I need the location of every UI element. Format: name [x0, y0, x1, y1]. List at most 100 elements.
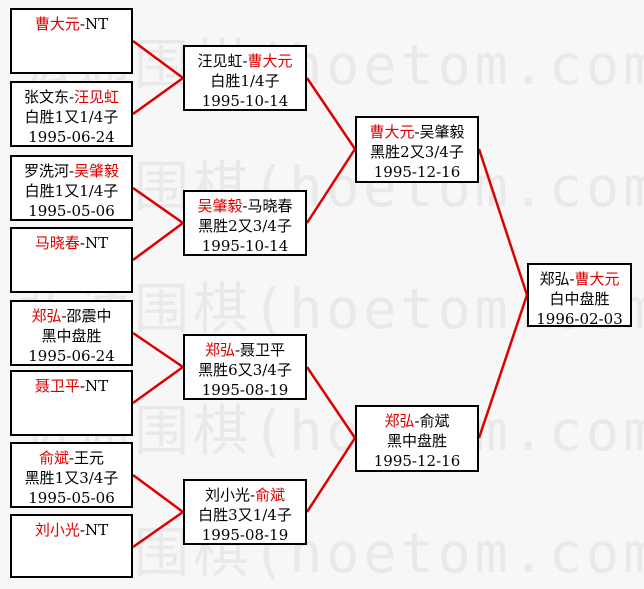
match-date: 1995-10-14: [201, 237, 289, 255]
vs-dash: -: [249, 486, 256, 504]
player1-name: 马晓春: [34, 234, 80, 252]
vs-dash: -: [61, 307, 67, 325]
connector-line: [305, 437, 357, 513]
match-players: 郑弘-俞斌: [357, 411, 477, 431]
player2-name: 汪见虹: [74, 88, 120, 106]
player1-name: 曹大元: [34, 15, 80, 33]
connector-line: [132, 331, 184, 369]
match-box-r1-1: 曹大元-NT: [10, 8, 133, 74]
player1-name: 罗洗河: [23, 162, 69, 180]
player1-name: 刘小光: [204, 486, 250, 504]
match-players: 郑弘-邵震中: [12, 306, 131, 326]
match-box-r1-8: 刘小光-NT: [10, 514, 133, 578]
player2-name: 王元: [74, 449, 105, 467]
vs-dash: -: [79, 15, 85, 33]
player2-name: NT: [84, 377, 109, 395]
match-result: 黑胜2又3/4子: [370, 143, 464, 161]
player1-name: 吴肇毅: [197, 197, 243, 215]
match-players: 刘小光-NT: [12, 520, 131, 540]
match-players: 聂卫平-NT: [12, 376, 131, 396]
connector-line: [477, 294, 529, 439]
match-result: 黑中盘胜: [41, 327, 102, 345]
vs-dash: -: [242, 52, 248, 70]
match-players: 吴肇毅-马晓春: [185, 196, 305, 216]
player2-name: NT: [84, 15, 109, 33]
match-result: 黑胜1又3/4子: [24, 469, 119, 487]
vs-dash: -: [68, 449, 75, 467]
match-players: 曹大元-吴肇毅: [357, 122, 477, 142]
connector-line: [132, 76, 184, 116]
match-result: 白胜1/4子: [210, 72, 280, 90]
player1-name: 郑弘: [539, 270, 570, 288]
match-result: 黑胜2又3/4子: [198, 217, 292, 235]
vs-dash: -: [242, 197, 248, 215]
match-box-r2-2: 吴肇毅-马晓春 黑胜2又3/4子 1995-10-14: [183, 190, 307, 256]
match-date: 1995-08-19: [201, 526, 289, 544]
player2-name: 俞斌: [255, 486, 286, 504]
connector-line: [132, 186, 184, 225]
vs-dash: -: [68, 162, 75, 180]
match-result: 黑中盘胜: [386, 432, 447, 450]
match-players: 郑弘-曹大元: [529, 269, 630, 289]
match-box-r2-4: 刘小光-俞斌 白胜3又1/4子 1995-08-19: [183, 479, 307, 545]
match-players: 郑弘-聂卫平: [185, 340, 305, 360]
match-players: 罗洗河-吴肇毅: [12, 161, 131, 181]
match-box-r1-2: 张文东-汪见虹 白胜1又1/4子 1995-06-24: [10, 81, 133, 147]
connector-line: [132, 221, 184, 262]
match-box-r3-2: 郑弘-俞斌 黑中盘胜 1995-12-16: [355, 405, 479, 472]
player1-name: 俞斌: [38, 449, 69, 467]
match-players: 汪见虹-曹大元: [185, 51, 305, 71]
vs-dash: -: [68, 88, 75, 106]
player2-name: 曹大元: [247, 52, 293, 70]
match-box-r1-4: 马晓春-NT: [10, 227, 133, 293]
player2-name: 曹大元: [574, 270, 620, 288]
match-date: 1995-06-24: [28, 128, 115, 146]
connector-line: [132, 510, 184, 549]
player2-name: 邵震中: [66, 307, 112, 325]
match-players: 曹大元-NT: [12, 14, 131, 34]
match-date: 1995-05-06: [28, 202, 115, 220]
match-result: 白胜1又1/4子: [24, 182, 119, 200]
player1-name: 汪见虹: [197, 52, 243, 70]
match-result: 白胜1又1/4子: [24, 108, 119, 126]
match-result: 白中盘胜: [549, 290, 610, 308]
match-box-final: 郑弘-曹大元 白中盘胜 1996-02-03: [527, 263, 632, 328]
match-players: 马晓春-NT: [12, 233, 131, 253]
match-box-r1-6: 聂卫平-NT: [10, 370, 133, 436]
match-players: 刘小光-俞斌: [185, 485, 305, 505]
match-players: 俞斌-王元: [12, 448, 131, 468]
match-date: 1995-08-19: [201, 381, 289, 399]
match-date: 1995-12-16: [373, 163, 461, 181]
player2-name: 吴肇毅: [419, 123, 465, 141]
player1-name: 郑弘: [31, 307, 62, 325]
player2-name: 聂卫平: [240, 341, 286, 359]
match-date: 1995-12-16: [373, 452, 461, 470]
match-date: 1995-05-06: [28, 489, 115, 507]
match-box-r3-1: 曹大元-吴肇毅 黑胜2又3/4子 1995-12-16: [355, 116, 479, 183]
match-box-r1-3: 罗洗河-吴肇毅 白胜1又1/4子 1995-05-06: [10, 155, 133, 221]
match-date: 1995-06-24: [28, 347, 115, 365]
vs-dash: -: [234, 341, 241, 359]
connector-line: [132, 39, 184, 80]
player1-name: 张文东: [23, 88, 69, 106]
connector-line: [305, 366, 357, 439]
match-players: 张文东-汪见虹: [12, 87, 131, 107]
player1-name: 刘小光: [34, 521, 80, 539]
match-result: 黑胜6又3/4子: [198, 361, 292, 379]
vs-dash: -: [79, 377, 85, 395]
match-date: 1995-10-14: [201, 92, 289, 110]
player1-name: 曹大元: [369, 123, 415, 141]
player2-name: NT: [84, 521, 109, 539]
player2-name: 马晓春: [247, 197, 293, 215]
match-box-r2-1: 汪见虹-曹大元 白胜1/4子 1995-10-14: [183, 45, 307, 111]
connector-line: [132, 473, 184, 514]
connector-line: [305, 148, 357, 224]
connector-line: [305, 77, 357, 150]
match-box-r2-3: 郑弘-聂卫平 黑胜6又3/4子 1995-08-19: [183, 334, 307, 400]
vs-dash: -: [79, 521, 85, 539]
player2-name: NT: [84, 234, 109, 252]
vs-dash: -: [569, 270, 575, 288]
match-box-r1-7: 俞斌-王元 黑胜1又3/4子 1995-05-06: [10, 442, 133, 508]
vs-dash: -: [414, 412, 420, 430]
